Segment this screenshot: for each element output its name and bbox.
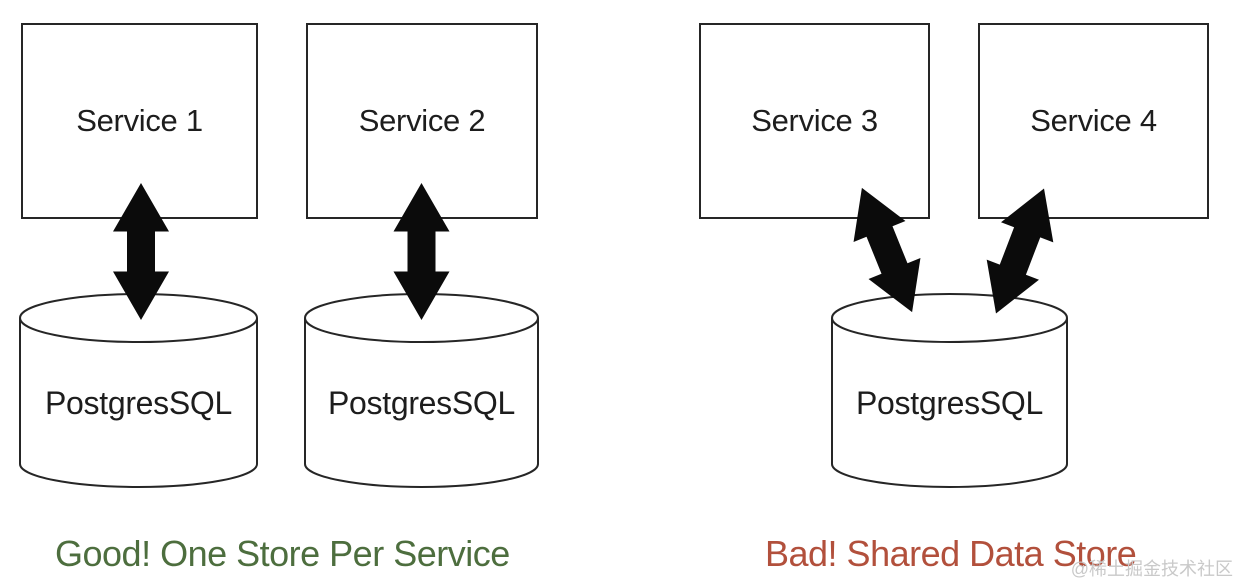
service-4-label: Service 4 xyxy=(1030,103,1157,138)
database-2-label: PostgresSQL xyxy=(327,384,515,421)
caption-good-pattern: Good! One Store Per Service xyxy=(55,533,510,574)
service-2-box: Service 2 xyxy=(306,23,538,219)
shared-database-label: PostgresSQL xyxy=(855,384,1043,421)
service-2-label: Service 2 xyxy=(358,103,486,138)
service-4-box: Service 4 xyxy=(978,23,1209,219)
database-1-label: PostgresSQL xyxy=(44,384,232,421)
service-3-box: Service 3 xyxy=(699,23,930,219)
service-3-label: Service 3 xyxy=(751,103,878,138)
service-1-label: Service 1 xyxy=(76,103,203,138)
caption-bad-pattern: Bad! Shared Data Store xyxy=(765,533,1137,574)
service-1-box: Service 1 xyxy=(21,23,258,219)
watermark: @稀土掘金技术社区 xyxy=(1070,559,1233,579)
